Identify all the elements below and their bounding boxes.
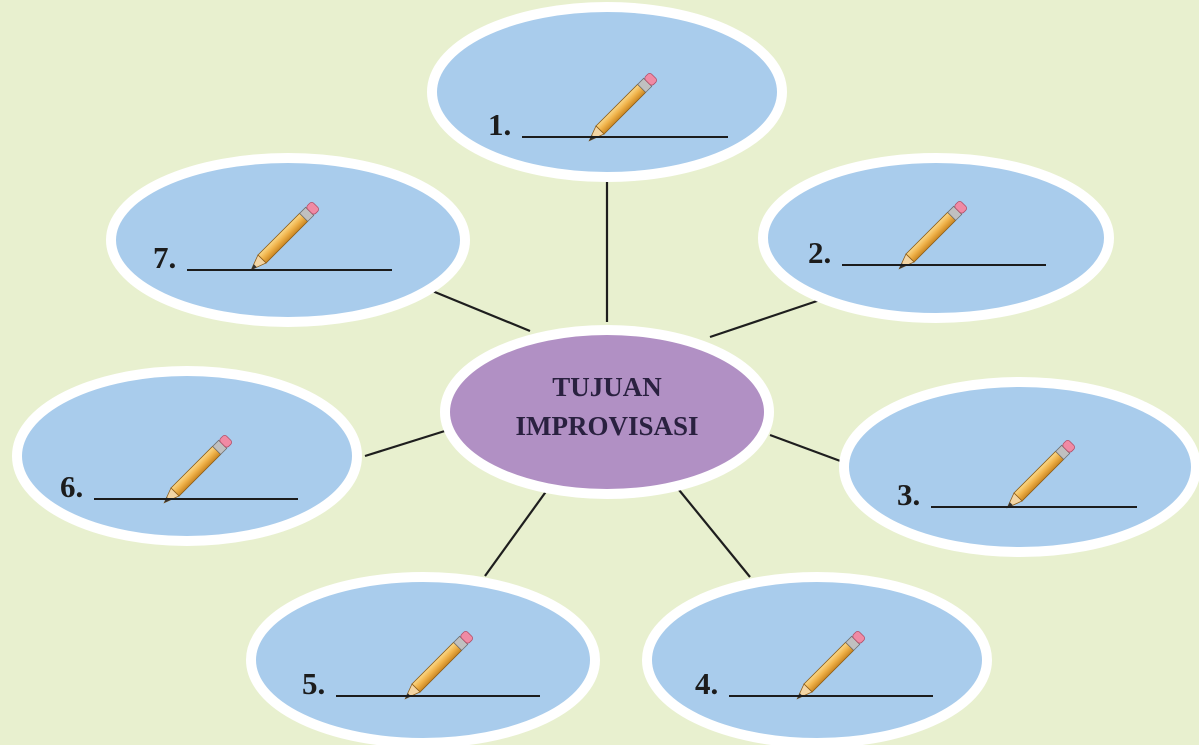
bubble-2: 2. xyxy=(758,153,1114,323)
bubble-number-7: 7. xyxy=(153,240,176,275)
connector-line-4 xyxy=(674,484,751,578)
bubble-ellipse-4 xyxy=(642,572,992,745)
bubble-4: 4. xyxy=(642,572,992,745)
bubble-ellipse-6 xyxy=(12,366,362,546)
bubble-5: 5. xyxy=(246,572,600,745)
connector-line-2 xyxy=(709,298,821,339)
center-node: TUJUAN IMPROVISASI xyxy=(440,325,774,499)
bubble-1: 1. xyxy=(427,2,787,182)
connectors xyxy=(364,178,844,578)
center-title-line2: IMPROVISASI xyxy=(515,411,698,441)
center-ellipse xyxy=(440,325,774,499)
connector-line-3 xyxy=(769,433,844,464)
bubble-ellipse-3 xyxy=(839,377,1199,557)
bubble-number-4: 4. xyxy=(695,666,718,701)
bubble-3: 3. xyxy=(839,377,1199,557)
connector-line-6 xyxy=(364,428,449,458)
bubble-number-6: 6. xyxy=(60,469,83,504)
connector-line-5 xyxy=(484,485,551,577)
bubble-7: 7. xyxy=(106,153,470,327)
bubble-number-5: 5. xyxy=(302,666,325,701)
bubble-6: 6. xyxy=(12,366,362,546)
bubble-ellipse-5 xyxy=(246,572,600,745)
bubble-number-2: 2. xyxy=(808,235,831,270)
center-title-line1: TUJUAN xyxy=(552,372,662,402)
bubble-number-3: 3. xyxy=(897,477,920,512)
bubble-ellipse-1 xyxy=(427,2,787,182)
connector-line-7 xyxy=(424,286,531,333)
bubbles: 1. 2. 3. 4. 5. 6. 7. xyxy=(12,2,1199,745)
bubble-number-1: 1. xyxy=(488,107,511,142)
